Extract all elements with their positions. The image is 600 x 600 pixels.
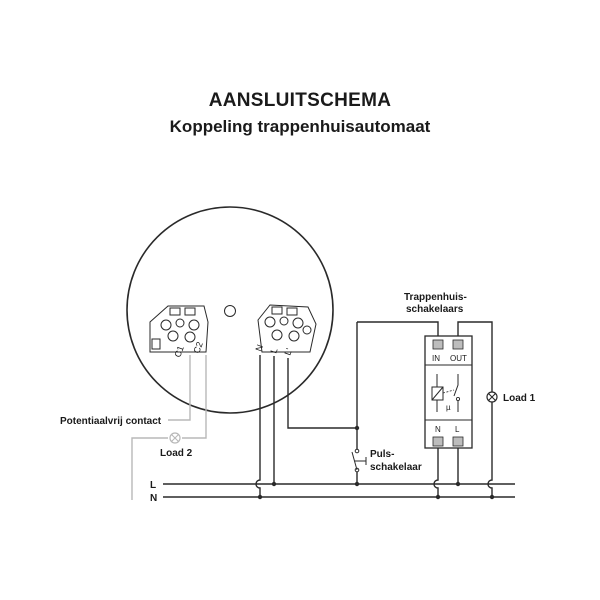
bus-label-n: N	[150, 493, 157, 504]
label-timer-line1: Trappenhuis-	[404, 292, 467, 303]
timer-contact-symbol: µ	[446, 403, 451, 412]
label-load1: Load 1	[503, 393, 536, 404]
label-timer-line2: schakelaars	[406, 304, 464, 315]
pushbutton-switch-icon	[351, 448, 367, 473]
wire-timer-out	[457, 321, 493, 392]
terminal-label-n: N	[253, 343, 265, 353]
wire-n	[255, 355, 261, 497]
staircase-timer-module	[424, 335, 473, 449]
page-title: AANSLUITSCHEMA	[208, 90, 392, 111]
wire-timer-in	[357, 321, 439, 340]
load1-lamp-icon	[486, 391, 498, 403]
wire-l-prime	[287, 358, 357, 429]
mounting-hole	[224, 305, 236, 317]
wire-c2	[182, 355, 207, 439]
timer-terminal-n: N	[435, 425, 441, 434]
wire-timer-n	[433, 448, 439, 497]
terminal-block-right	[257, 304, 317, 353]
terminal-label-c1: C1	[172, 344, 185, 358]
label-potential-free-contact: Potentiaalvrij contact	[60, 416, 162, 427]
terminal-block-left	[149, 305, 209, 353]
label-push-line2: schakelaar	[370, 462, 422, 473]
label-load2: Load 2	[160, 448, 193, 459]
page-subtitle: Koppeling trappenhuisautomaat	[169, 117, 431, 136]
terminal-label-l-prime: L'	[282, 347, 294, 357]
load2-lamp-icon	[169, 432, 181, 444]
timer-terminal-l: L	[455, 425, 460, 434]
label-push-line1: Puls-	[370, 449, 394, 460]
wire-load1-neutral	[487, 402, 493, 497]
timer-terminal-in: IN	[432, 354, 440, 363]
bus-label-l: L	[150, 480, 156, 491]
terminal-label-l: L	[268, 347, 279, 355]
wire-c1	[168, 355, 191, 421]
wire-load2-neutral	[131, 437, 168, 500]
terminal-label-c2: C2	[191, 340, 204, 354]
timer-terminal-out: OUT	[450, 354, 467, 363]
